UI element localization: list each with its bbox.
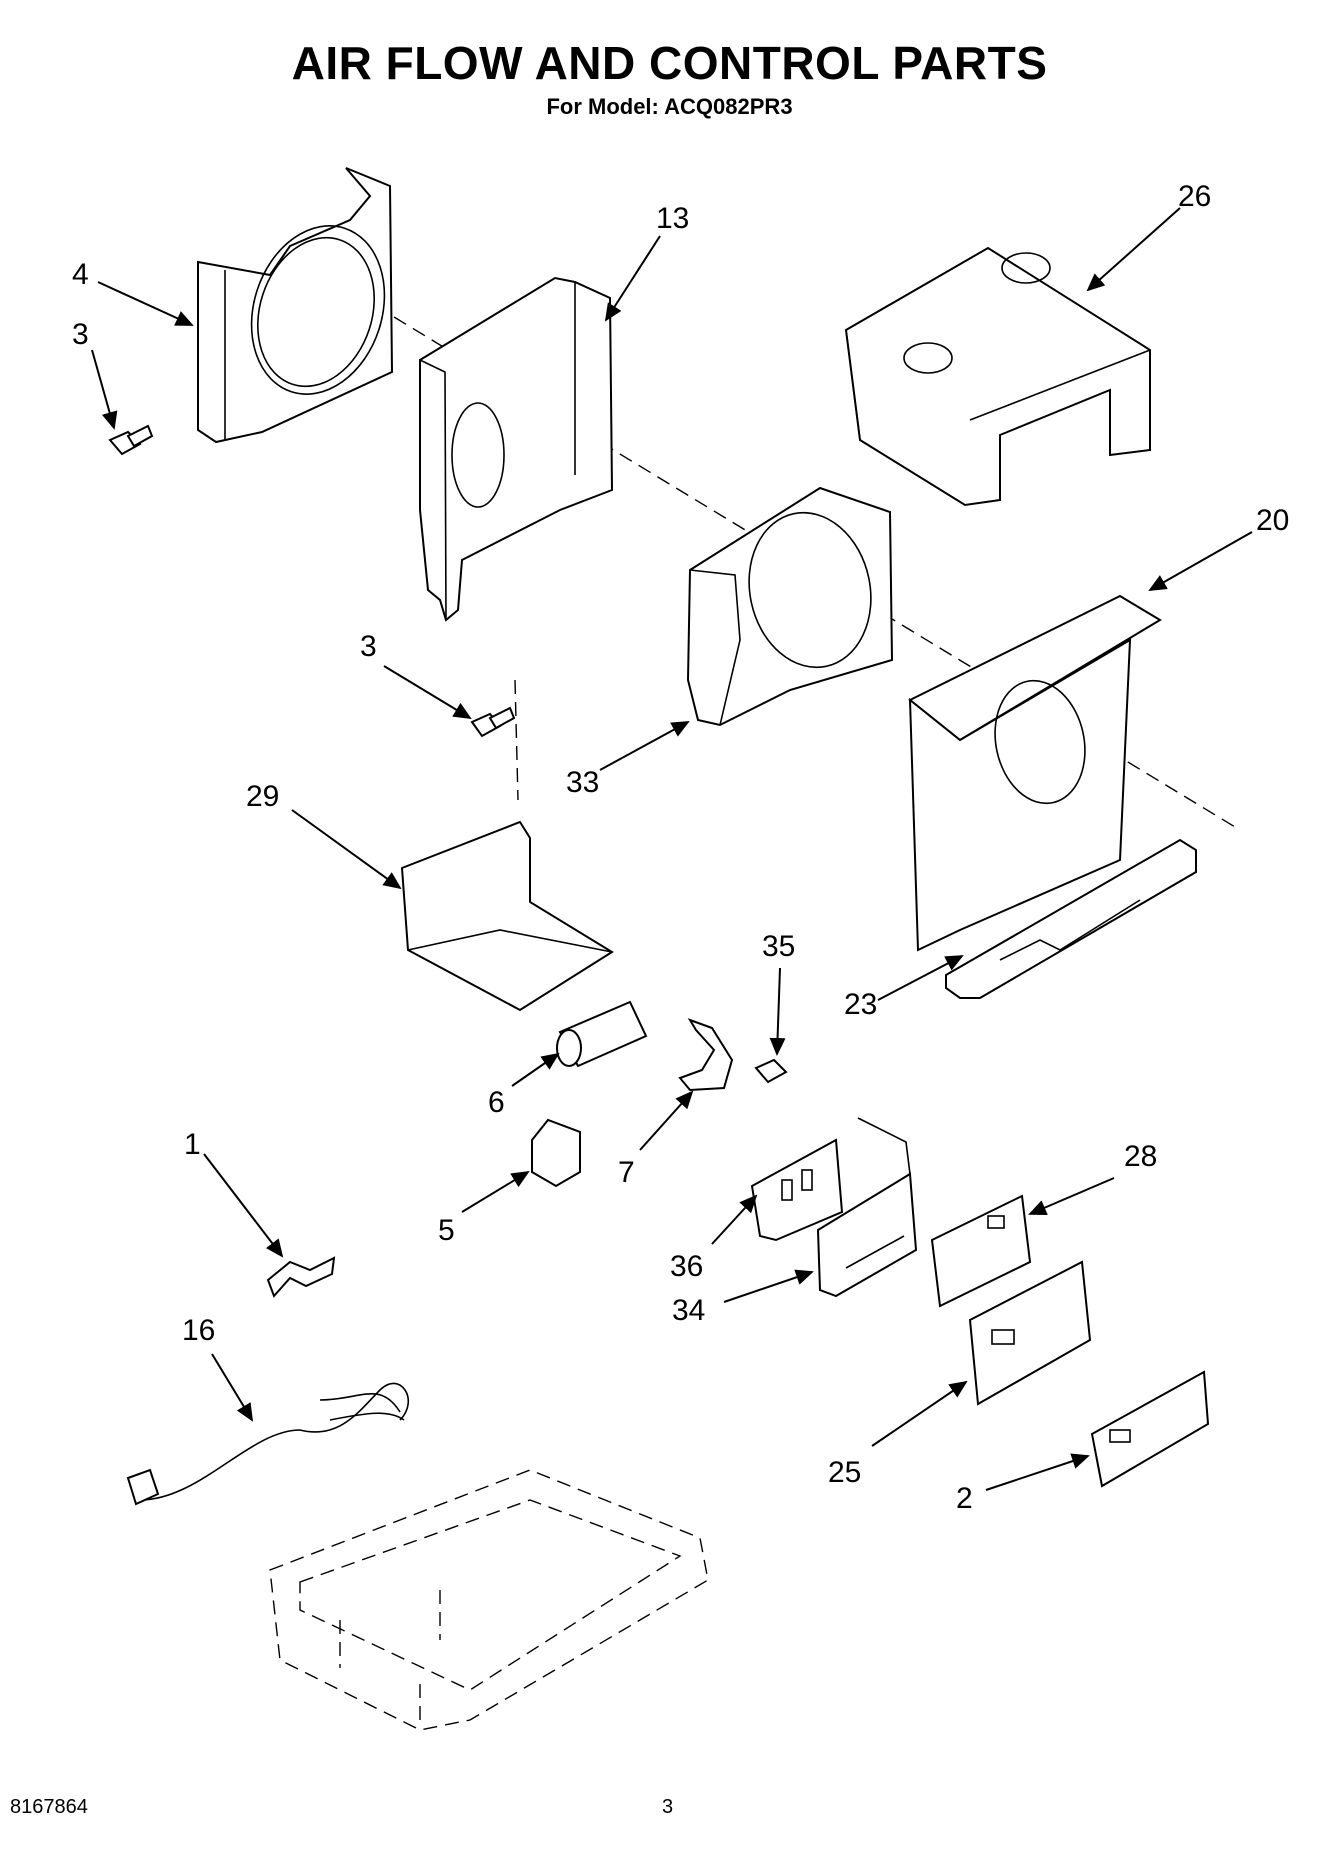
part-13-divider [419, 276, 614, 622]
callout-25: 25 [828, 1456, 861, 1489]
part-36-relay-board [750, 1138, 844, 1242]
part-1-clamp [266, 1256, 336, 1298]
part-28-display-board [930, 1194, 1032, 1308]
part-29-control-box [400, 820, 614, 1012]
callout-33: 33 [566, 766, 599, 799]
part-2-overlay [1090, 1370, 1210, 1488]
base-pan-outline [269, 1469, 709, 1731]
callout-16: 16 [182, 1314, 215, 1347]
callout-4: 4 [72, 258, 89, 291]
callout-28: 28 [1124, 1140, 1157, 1173]
callout-23: 23 [844, 988, 877, 1021]
part-34-board-bracket [816, 1117, 918, 1298]
part-26-top-cover [844, 246, 1151, 507]
callout-26: 26 [1178, 180, 1211, 213]
part-4-shroud [197, 167, 394, 444]
part-3-screw-top [108, 424, 154, 456]
part-5-transformer [531, 1118, 581, 1188]
document-number: 8167864 [10, 1796, 88, 1818]
callout-6: 6 [488, 1086, 505, 1119]
callout-35: 35 [762, 930, 795, 963]
callout-20: 20 [1256, 504, 1289, 537]
callout-3-middle: 3 [360, 630, 377, 663]
part-20-orifice-panel [908, 594, 1162, 952]
callout-2: 2 [956, 1482, 973, 1515]
callout-36: 36 [670, 1250, 703, 1283]
part-6-capacitor [556, 1000, 648, 1068]
part-23-base [945, 838, 1197, 999]
callout-34: 34 [672, 1294, 705, 1327]
part-25-control-panel [968, 1260, 1092, 1406]
callout-5: 5 [438, 1214, 455, 1247]
part-35-screw [754, 1058, 788, 1084]
callout-29: 29 [246, 780, 279, 813]
part-3-screw-middle [470, 706, 516, 738]
part-16-power-cord [126, 1382, 410, 1506]
leader-lines [91, 207, 1253, 1491]
part-7-strap [678, 1018, 734, 1092]
page-title: AIR FLOW AND CONTROL PARTS [291, 37, 1048, 89]
part-33-blower-scroll [686, 486, 894, 727]
callout-1: 1 [184, 1128, 201, 1161]
callout-7: 7 [618, 1156, 635, 1189]
page-number: 3 [662, 1796, 674, 1818]
model-subtitle: For Model: ACQ082PR3 [546, 94, 793, 119]
callout-13: 13 [656, 202, 689, 235]
callout-3-top: 3 [72, 318, 89, 351]
